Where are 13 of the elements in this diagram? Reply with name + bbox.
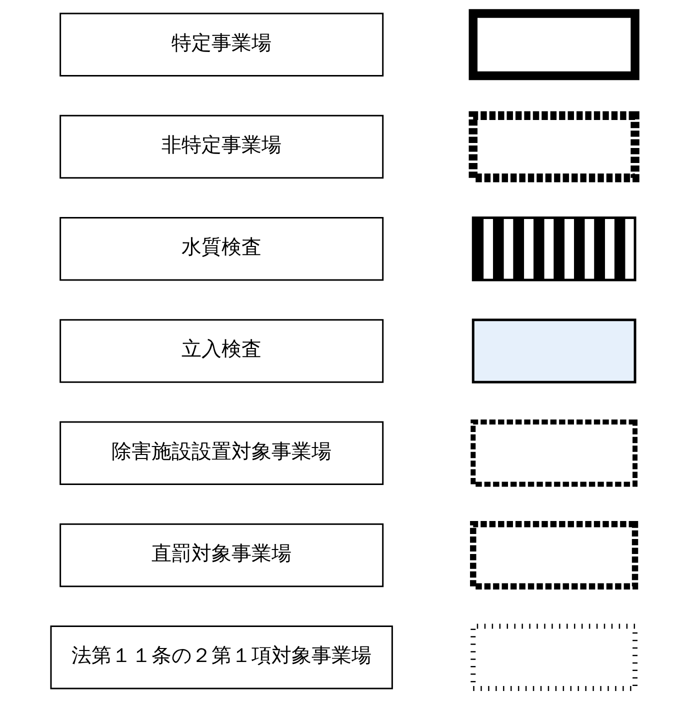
node-box: 立入検査: [59, 319, 384, 383]
node-box: [468, 111, 639, 182]
node-box: 特定事業場: [59, 12, 384, 77]
node-box: 法第１１条の２第１項対象事業場: [50, 625, 392, 690]
node-box: 非特定事業場: [59, 114, 384, 179]
node-box: [470, 420, 637, 487]
node-box: 除害施設設置対象事業場: [59, 421, 384, 485]
node-box: [470, 520, 638, 590]
node-box: [468, 9, 639, 80]
node-box: [470, 624, 637, 691]
node-box: [471, 318, 636, 384]
node-box: 水質検査: [59, 217, 384, 281]
node-box: 直罰対象事業場: [59, 523, 384, 588]
